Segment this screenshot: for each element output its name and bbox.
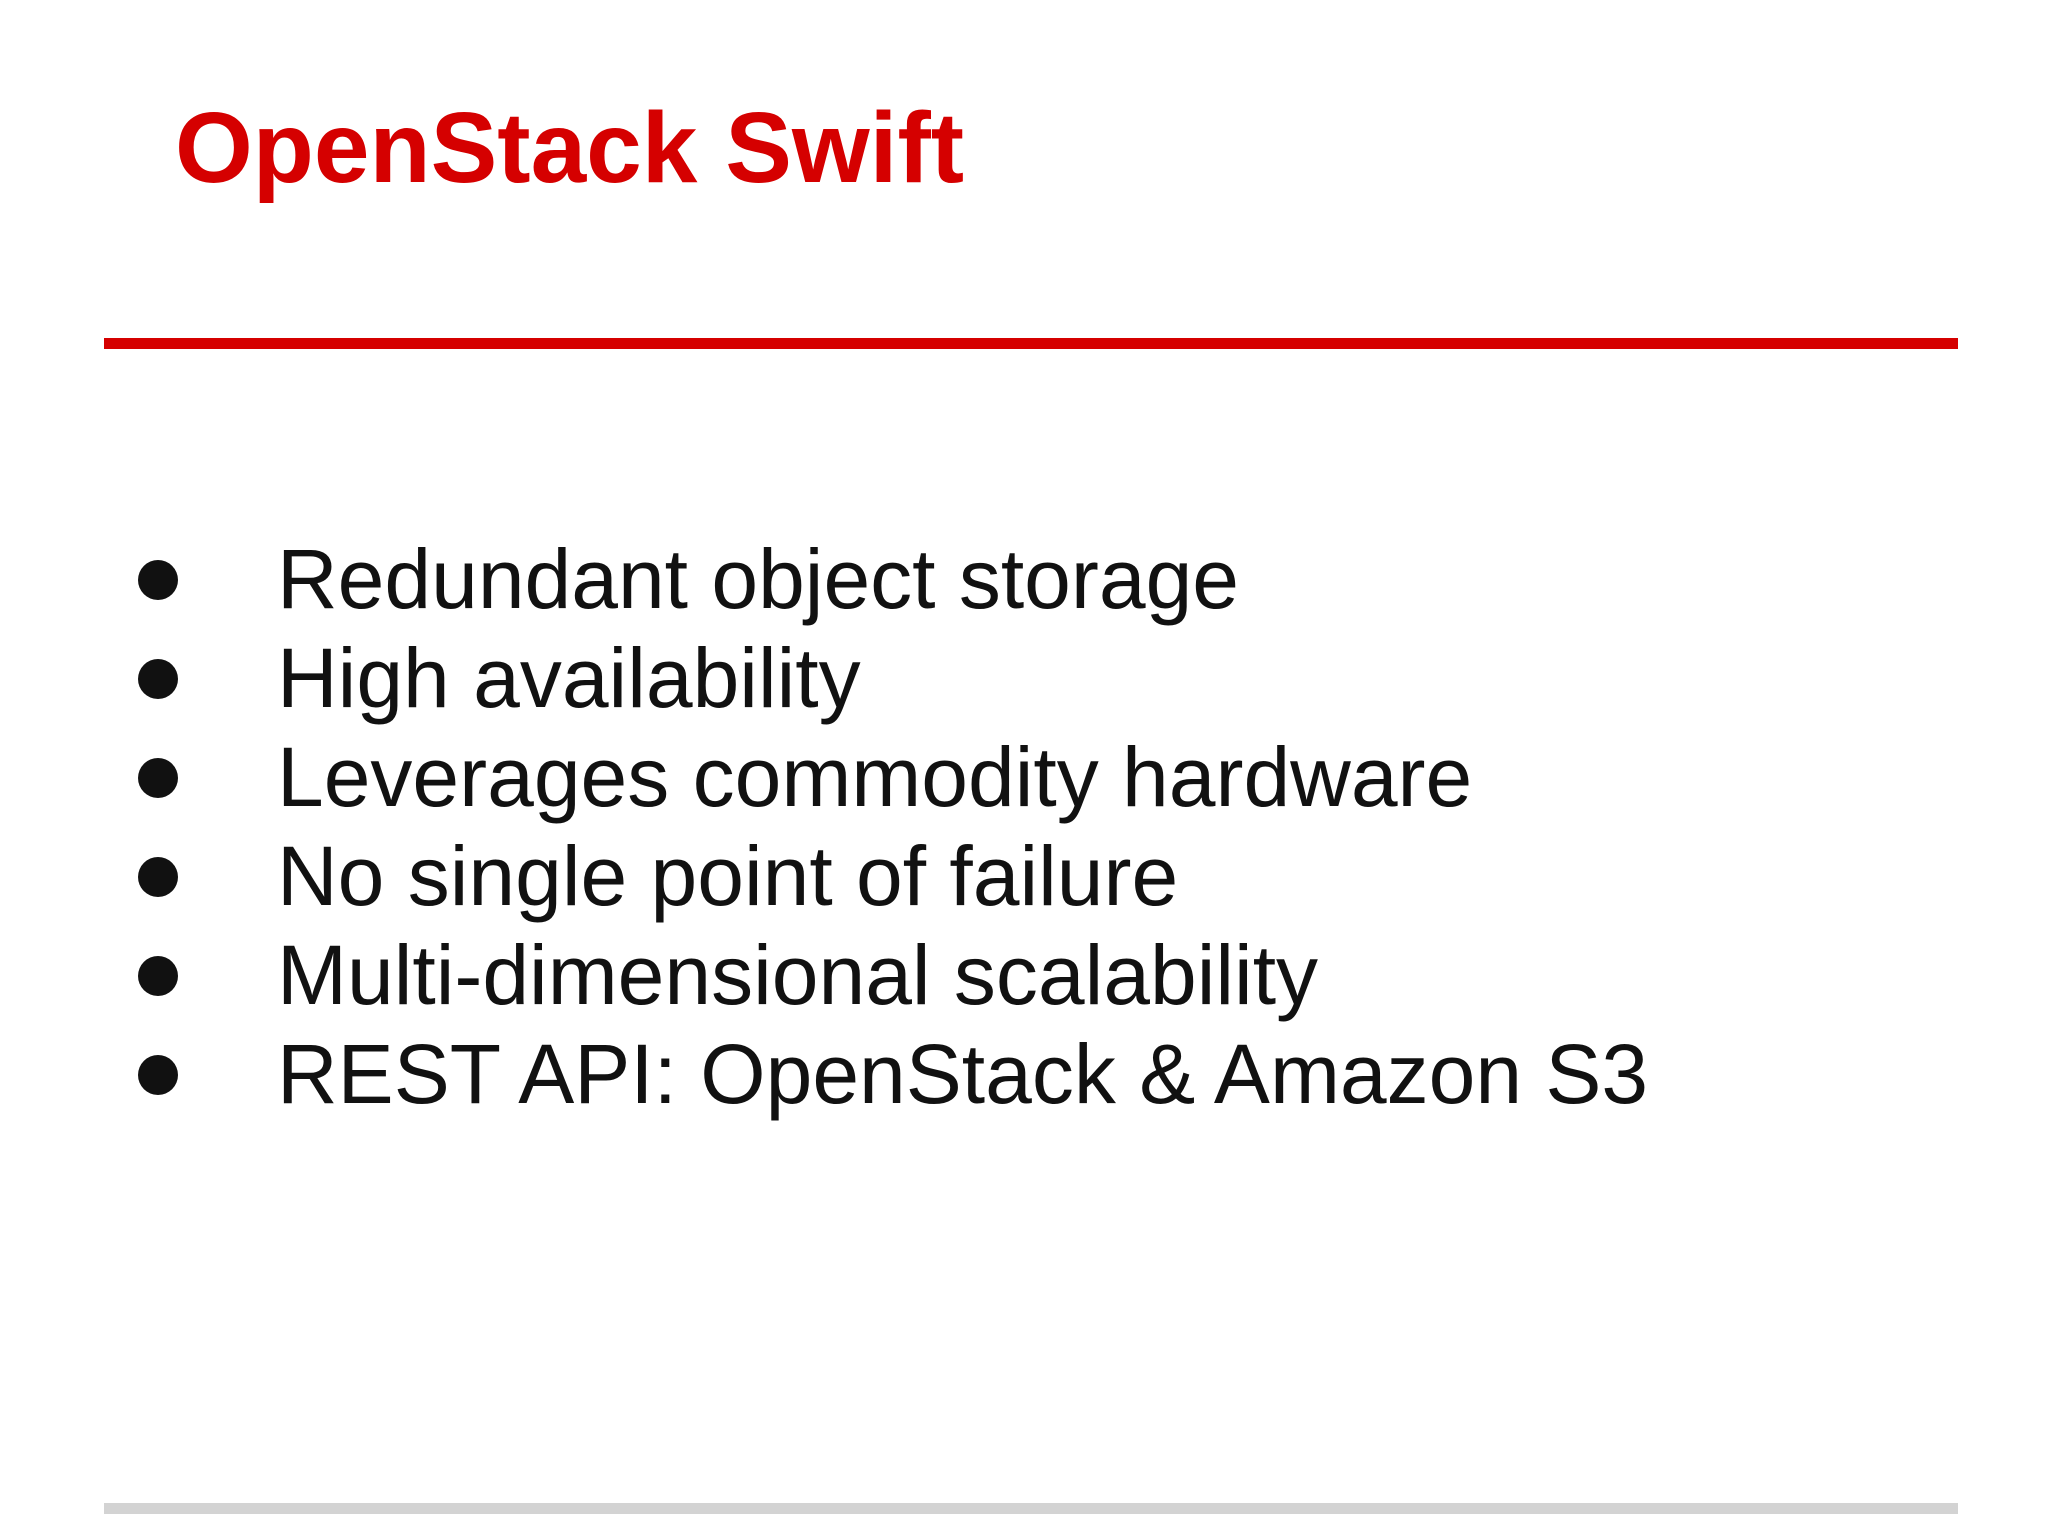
bullet-text: Leverages commodity hardware (277, 730, 1473, 824)
bullet-text: REST API: OpenStack & Amazon S3 (277, 1027, 1649, 1121)
bullet-dot-icon (138, 559, 178, 600)
bullet-dot-icon (138, 856, 178, 897)
bullet-text: Redundant object storage (277, 532, 1240, 626)
slide-title: OpenStack Swift (175, 92, 965, 204)
footer-divider (104, 1503, 1958, 1514)
bullet-item: High availability (138, 629, 1648, 728)
bullet-item: No single point of failure (138, 827, 1648, 926)
title-divider (104, 338, 1958, 349)
bullet-item: Multi-dimensional scalability (138, 926, 1648, 1025)
bullet-item: REST API: OpenStack & Amazon S3 (138, 1025, 1648, 1124)
bullet-dot-icon (138, 658, 178, 699)
bullet-text: High availability (277, 631, 861, 725)
bullet-list: Redundant object storage High availabili… (138, 530, 1648, 1124)
bullet-dot-icon (138, 1054, 178, 1095)
bullet-dot-icon (138, 955, 178, 996)
bullet-text: Multi-dimensional scalability (277, 928, 1319, 1022)
bullet-item: Redundant object storage (138, 530, 1648, 629)
bullet-text: No single point of failure (277, 829, 1179, 923)
bullet-dot-icon (138, 757, 178, 798)
bullet-item: Leverages commodity hardware (138, 728, 1648, 827)
